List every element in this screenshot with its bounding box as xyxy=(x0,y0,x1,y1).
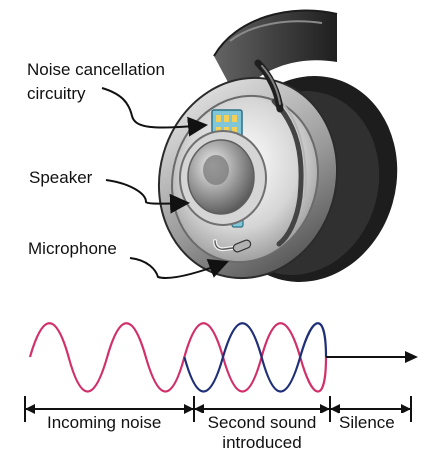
second-sound-label-line2: introduced xyxy=(222,433,302,452)
second-sound-label: Second sound introduced xyxy=(198,413,326,453)
microphone-icon xyxy=(213,239,252,253)
microphone-label: Microphone xyxy=(28,239,117,258)
wave-section xyxy=(28,322,418,393)
second-sound-label-line1: Second sound xyxy=(207,413,317,432)
noise-cancellation-label-line2: circuitry xyxy=(27,84,86,103)
speaker-cone-icon xyxy=(179,130,267,226)
speaker-label: Speaker xyxy=(29,168,93,187)
right-arrow-icon xyxy=(405,351,418,363)
noise-cancellation-label-second-line: circuitry xyxy=(27,84,86,104)
noise-cancellation-label: Noise cancellation xyxy=(27,60,165,80)
inverted-sound-wave xyxy=(183,322,328,393)
timeline-axis xyxy=(24,396,412,422)
noise-cancellation-label-line1: Noise cancellation xyxy=(27,60,165,79)
incoming-noise-wave xyxy=(28,322,328,393)
incoming-noise-label: Incoming noise xyxy=(47,413,178,433)
headphone-cutaway-icon xyxy=(157,9,398,282)
silence-label: Silence xyxy=(339,413,404,433)
callout-lines xyxy=(101,87,229,279)
